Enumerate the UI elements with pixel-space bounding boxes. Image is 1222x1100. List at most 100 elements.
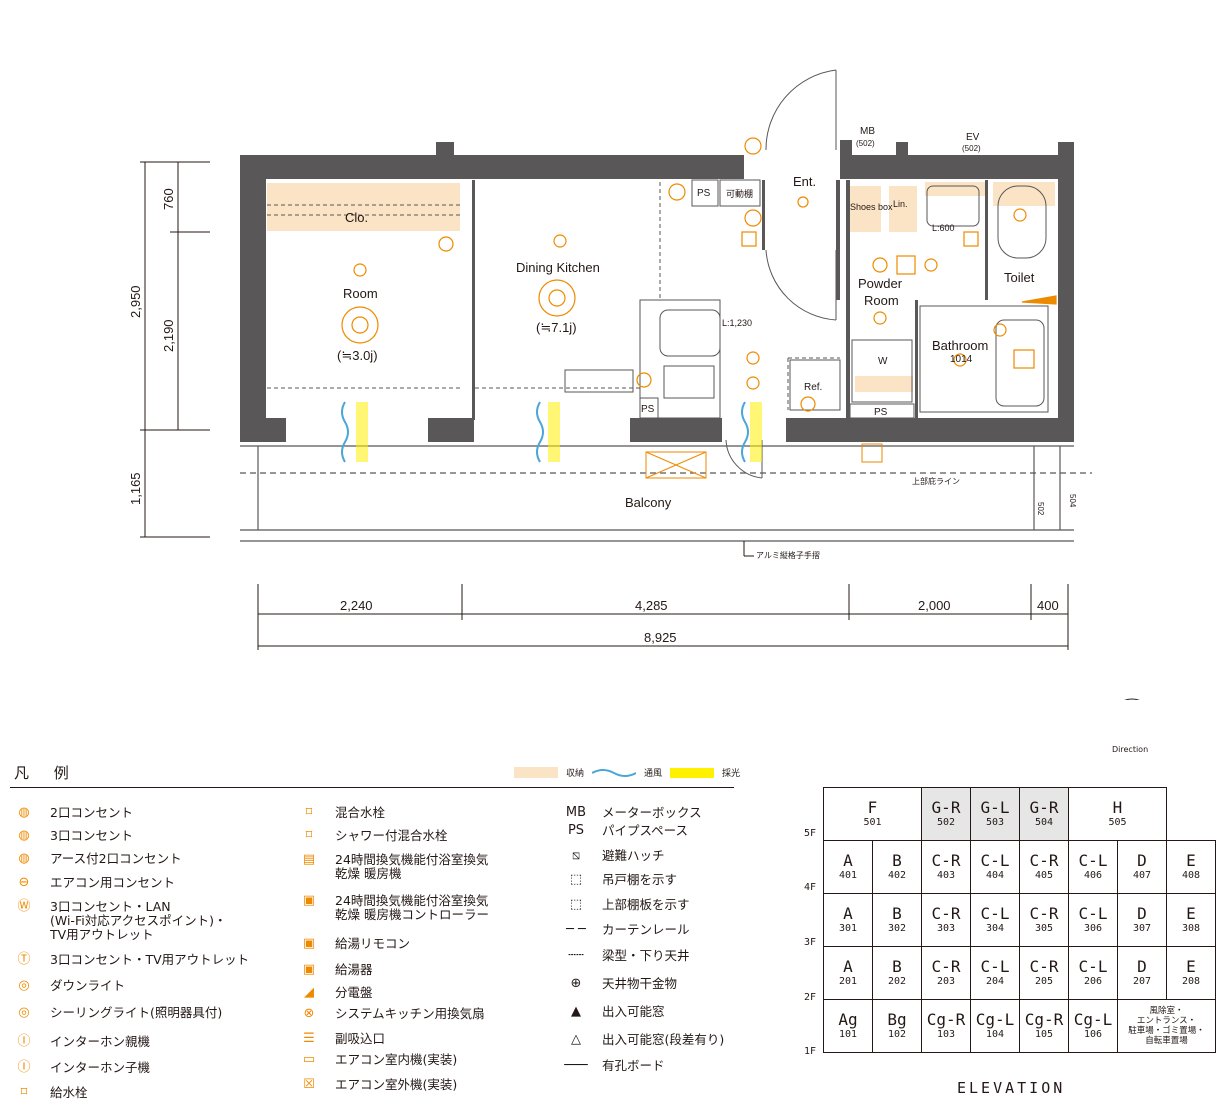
- dim-400: 400: [1037, 598, 1059, 613]
- ps-label-bath: PS: [874, 407, 888, 418]
- legend-item: ☰副吸込口: [303, 1031, 386, 1046]
- unit-type: C-R: [1029, 851, 1059, 870]
- balcony-label: Balcony: [625, 495, 672, 510]
- ac-outdoor-icon: ☒: [303, 1077, 315, 1092]
- small-labels: Shoes box Lin. 1014 Ref. PS 可動棚 PS PS MB…: [641, 126, 1077, 560]
- legend-item-label: 混合水栓: [335, 805, 386, 820]
- closet-storage-fill: [267, 183, 460, 231]
- room-labels: Clo. Room (≒3.0j) Dining Kitchen (≒7.1j)…: [337, 174, 1035, 510]
- unit-number: 106: [1083, 1029, 1103, 1040]
- eave-line-label: 上部庇ライン: [912, 476, 960, 486]
- legend-symbol-3-icon: ⬚: [569, 872, 583, 887]
- unit-number: 501: [863, 817, 882, 828]
- water-heater-remote-icon: ▣: [302, 936, 316, 951]
- unit-type: D: [1137, 904, 1147, 923]
- legend-item-label: 天井物干金物: [602, 976, 678, 991]
- ev-number: (502): [962, 144, 981, 153]
- legend-item-label: 有孔ボード: [602, 1058, 665, 1073]
- unit-type: D: [1137, 957, 1147, 976]
- legend-item: ▣24時間換気機能付浴室換気 乾燥 暖房機コントローラー: [303, 893, 489, 922]
- legend-item-label: 3口コンセント・TV用アウトレット: [50, 952, 250, 967]
- legend-symbol-4-icon: ⬚: [569, 897, 583, 912]
- powder-room-label: Powder: [858, 276, 903, 291]
- distribution-board-icon: ◢: [304, 985, 314, 1000]
- kadou-label: 可動棚: [726, 188, 753, 199]
- legend-item: △出入可能窓(段差有り): [571, 1032, 725, 1047]
- water-heater-icon: ▣: [302, 962, 316, 977]
- unit-number: 308: [1181, 923, 1201, 934]
- washer-label: W: [878, 356, 888, 367]
- unit-number: 205: [1034, 976, 1054, 987]
- unit-type: B: [892, 957, 902, 976]
- unit-number: 502: [936, 817, 956, 828]
- closet-label: Clo.: [345, 210, 368, 225]
- common-area-cell: 風除室・ エントランス・ 駐車場・ゴミ置場・ 自転車置場: [1117, 999, 1216, 1053]
- storage-swatch-icon: [514, 767, 558, 778]
- legend-symbol-8-icon: ▲: [571, 1004, 581, 1019]
- unit-type: Cg-L: [1073, 1010, 1113, 1029]
- unit-number: 306: [1083, 923, 1103, 934]
- legend-item-label: 給湯器: [335, 962, 373, 977]
- unit-number: 102: [887, 1029, 907, 1040]
- intercom-sub-icon: Ⓘ: [17, 1060, 31, 1075]
- legend-item: ⬚吊戸棚を示す: [570, 873, 677, 887]
- legend-symbol-6-icon: ┄┄: [568, 948, 584, 963]
- hidden-lines: [267, 182, 840, 410]
- legend-item-label: 副吸込口: [335, 1031, 386, 1046]
- unit-number: 402: [887, 870, 907, 881]
- downlight-icon: ◎: [18, 978, 30, 993]
- unit-number: 207: [1132, 976, 1152, 987]
- unit-type: F: [867, 798, 878, 817]
- dim-2000: 2,000: [918, 598, 951, 613]
- legend-item: ⬚上部棚板を示す: [570, 898, 690, 912]
- legend-title: 凡 例: [14, 764, 79, 782]
- unit-type: C-R: [931, 904, 961, 923]
- legend-item-label: 出入可能窓(段差有り): [602, 1032, 725, 1047]
- legend-item-label: 24時間換気機能付浴室換気 乾燥 暖房機コントローラー: [335, 893, 489, 922]
- legend-item-label: 梁型・下り天井: [602, 948, 690, 963]
- left-dimension-lines: [140, 161, 210, 538]
- shoes-box-label: Shoes box: [850, 202, 893, 212]
- legend-symbol-2-icon: ⧅: [571, 848, 581, 863]
- direction-label: Direction: [1112, 745, 1149, 754]
- legend-symbol-0-icon: MB: [565, 805, 587, 820]
- unit-number: 104: [985, 1029, 1005, 1040]
- ref-label: Ref.: [804, 382, 822, 393]
- legend-item: ◎ダウンライト: [18, 979, 125, 993]
- legend-item: ◍3口コンセント: [18, 829, 133, 843]
- legend-item: ▤24時間換気機能付浴室換気 乾燥 暖房機: [303, 853, 489, 881]
- legend-item-label: エアコン室内機(実装): [335, 1052, 458, 1067]
- unit-number: 503: [985, 817, 1005, 828]
- legend-item: ───有孔ボード: [564, 1058, 665, 1073]
- storage-swatch-label: 収納: [566, 769, 585, 779]
- unit-number: 505: [1108, 817, 1127, 828]
- light-swatch-label: 採光: [722, 769, 741, 779]
- powder-room-label-2: Room: [864, 293, 899, 308]
- kitchen-length-label: L:1,230: [722, 318, 752, 328]
- outlet-earth-icon: ◍: [18, 851, 30, 866]
- legend-item-label: 避難ハッチ: [602, 848, 665, 863]
- unit-type: E: [1186, 957, 1196, 976]
- entrance-label: Ent.: [793, 174, 816, 189]
- unit-number: 303: [936, 923, 956, 934]
- floor-plan: Clo. Room (≒3.0j) Dining Kitchen (≒7.1j)…: [128, 69, 1140, 700]
- unit-type: E: [1186, 851, 1196, 870]
- light-swatch-icon: [670, 767, 715, 778]
